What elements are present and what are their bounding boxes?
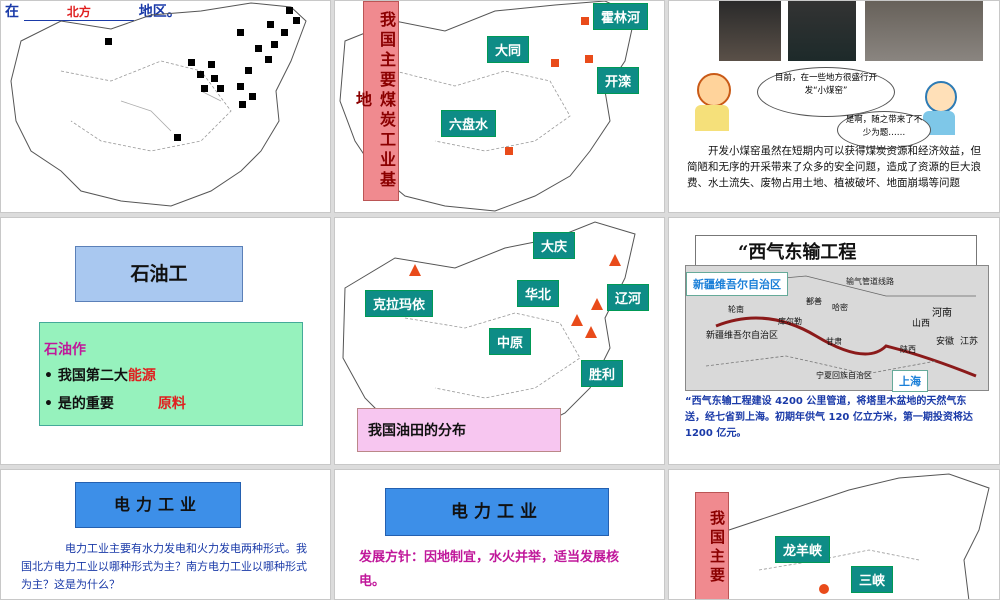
slide8-title: 电力工业 — [385, 488, 609, 536]
label-datong: 大同 — [487, 36, 530, 63]
label-sanxia: 三峡 — [851, 566, 894, 593]
girl-speech-bubble: 目前，在一些地方很盛行开发“小煤窑” — [757, 67, 895, 117]
place-korla: 库尔勒 — [778, 317, 802, 326]
slide-thumbnail-3[interactable]: 目前，在一些地方很盛行开发“小煤窑” 是啊，随之带来了不少为题…… 开发小煤窑虽… — [668, 0, 1000, 213]
slide7-title: 电力工业 — [75, 482, 241, 528]
slide-thumbnail-1[interactable]: 在 北方 地区。 — [0, 0, 331, 213]
map-caption: 我国油田的分布 — [357, 408, 561, 452]
place-henan: 河南 — [932, 308, 952, 319]
oil-bullet-2: • 是的重要原料 — [44, 396, 186, 412]
development-policy: 发展方针：因地制宜，水火并举，适当发展核电。 — [359, 550, 620, 589]
slide-thumbnail-2[interactable]: 我国主要煤炭工业基地 霍林河 大同 开滦 六盘水 — [334, 0, 665, 213]
fill-blank-sentence: 在 北方 地区。 — [5, 1, 181, 21]
blank-answer: 北方 — [23, 3, 134, 21]
boy-speech-bubble: 是啊，随之带来了不少为题…… — [837, 111, 931, 149]
oil-field-marker — [591, 298, 603, 310]
slide6-title-box: “西气东输工程 — [695, 235, 977, 267]
place-shanshan: 鄯善 — [806, 297, 822, 306]
sentence-prefix: 在 — [5, 4, 19, 20]
vertical-title: 我国主要 — [695, 492, 729, 599]
mine-photo-3 — [865, 1, 983, 61]
mine-photo-1 — [719, 1, 781, 61]
label-huabei: 华北 — [517, 280, 560, 307]
map-label-shanghai: 上海 — [892, 370, 928, 392]
oil-heading: 石油作 — [44, 342, 86, 358]
slide-thumbnail-6[interactable]: “西气东输工程 新疆维吾尔自治区 输气管道线路 轮南 库尔勒 鄯善 哈密 新疆维… — [668, 217, 1000, 465]
oil-field-marker — [571, 314, 583, 326]
oil-field-marker — [585, 326, 597, 338]
boy-cartoon — [921, 81, 959, 137]
oil-info-box: 石油作 • 我国第二大能源 • 是的重要原料 — [39, 322, 303, 426]
slide6-title: “西气东输工程 — [738, 242, 857, 263]
map-label-xinjiang: 新疆维吾尔自治区 — [686, 272, 788, 296]
china-map — [728, 473, 990, 599]
vertical-title: 我国主要煤炭工业基地 — [353, 1, 399, 201]
map-label-pipeline: 输气管道线路 — [846, 277, 894, 286]
oil-field-marker — [609, 254, 621, 266]
label-zhongyuan: 中原 — [489, 328, 532, 355]
label-kailuan: 开滦 — [597, 67, 640, 94]
slide-thumbnail-9[interactable]: 我国主要 龙羊峡 三峡 — [668, 469, 1000, 600]
slide4-title: 石油工 — [75, 246, 243, 302]
oil-bullet-1: • 我国第二大能源 — [44, 368, 156, 384]
girl-cartoon — [691, 73, 733, 133]
label-shengli: 胜利 — [581, 360, 624, 387]
label-liupanshui: 六盘水 — [441, 110, 497, 137]
slide7-paragraph: 电力工业主要有水力发电和火力发电两种形式。我国北方电力工业以哪种形式为主？南方电… — [21, 542, 307, 591]
slide-thumbnail-7[interactable]: 电力工业 电力工业主要有水力发电和火力发电两种形式。我国北方电力工业以哪种形式为… — [0, 469, 331, 600]
slide-thumbnail-8[interactable]: 电力工业 发展方针：因地制宜，水火并举，适当发展核电。 — [334, 469, 665, 600]
label-huolinhe: 霍林河 — [593, 3, 649, 30]
slide6-paragraph: “西气东输工程建设 4200 公里管道，将塔里木盆地的天然气东送，经七省到上海。… — [685, 396, 973, 439]
place-shaanxi: 陕西 — [900, 345, 916, 354]
china-map — [10, 2, 307, 207]
place-shanxi: 山西 — [912, 319, 931, 329]
slide-thumbnail-4[interactable]: 石油工 石油作 • 我国第二大能源 • 是的重要原料 — [0, 217, 331, 465]
label-liaohe: 辽河 — [607, 284, 650, 311]
label-daqing: 大庆 — [533, 232, 576, 259]
dam-marker — [819, 584, 829, 594]
place-ningxia: 宁夏回族自治区 — [816, 371, 872, 380]
place-anhui: 安徽 — [936, 337, 955, 347]
place-hami: 哈密 — [832, 303, 848, 312]
oil-field-marker — [409, 264, 421, 276]
place-gansu: 甘肃 — [826, 337, 842, 346]
label-karamay: 克拉玛依 — [365, 290, 434, 317]
place-jiangsu: 江苏 — [960, 337, 979, 347]
pipeline-map: 新疆维吾尔自治区 输气管道线路 轮南 库尔勒 鄯善 哈密 新疆维吾尔自治区 甘肃… — [685, 265, 989, 392]
place-xinjiang: 新疆维吾尔自治区 — [706, 331, 779, 341]
place-lunnan: 轮南 — [728, 305, 744, 314]
slide3-paragraph: 开发小煤窑虽然在短期内可以获得煤炭资源和经济效益，但简陋和无序的开采带来了众多的… — [687, 145, 981, 189]
slide-thumbnail-5[interactable]: 大庆 克拉玛依 华北 辽河 中原 胜利 我国油田的分布 — [334, 217, 665, 465]
mine-photo-2 — [788, 1, 856, 61]
label-longyangxia: 龙羊峡 — [775, 536, 831, 563]
